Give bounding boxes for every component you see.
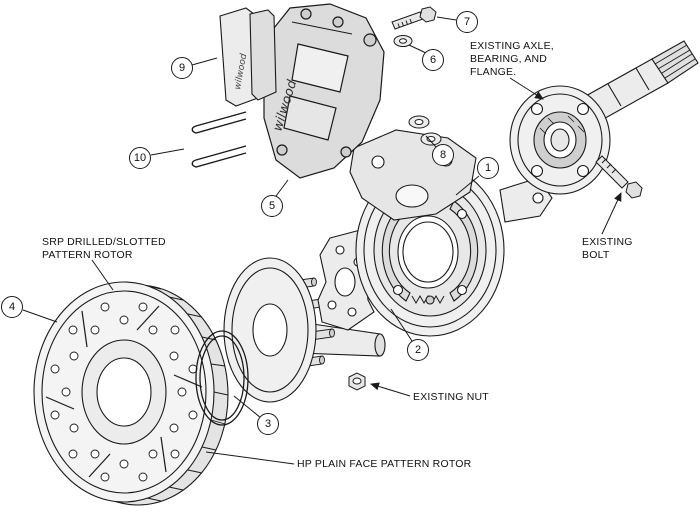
rotor-drawing [33,281,229,506]
brake-pad-drawing: wilwood [219,7,277,107]
label-existing-bolt: EXISTING BOLT [582,236,633,262]
axle-flange-drawing [509,40,699,195]
bridge-bolt-drawing [391,6,437,30]
label-existing-axle: EXISTING AXLE, BEARING, AND FLANGE. [470,40,554,79]
caliper-drawing: wilwood [263,3,385,179]
existing-nut-drawing [348,372,366,391]
pad-clips-drawing [191,111,247,168]
callout-6: 6 [422,49,444,71]
washer-drawing [393,35,413,47]
callout-9: 9 [171,57,193,79]
callout-3: 3 [257,413,279,435]
callout-5: 5 [261,195,283,217]
existing-bolt-drawing [595,155,643,199]
callout-2: 2 [407,339,429,361]
leader-lines [22,16,622,465]
label-hp-rotor: HP PLAIN FACE PATTERN ROTOR [297,458,472,470]
callout-7: 7 [456,11,478,33]
label-existing-nut: EXISTING NUT [413,391,489,403]
callout-8: 8 [432,144,454,166]
o-ring-drawing [195,330,249,426]
callout-1: 1 [477,157,499,179]
label-srp-rotor: SRP DRILLED/SLOTTED PATTERN ROTOR [42,236,166,262]
callout-4: 4 [1,296,23,318]
callout-10: 10 [129,147,151,169]
